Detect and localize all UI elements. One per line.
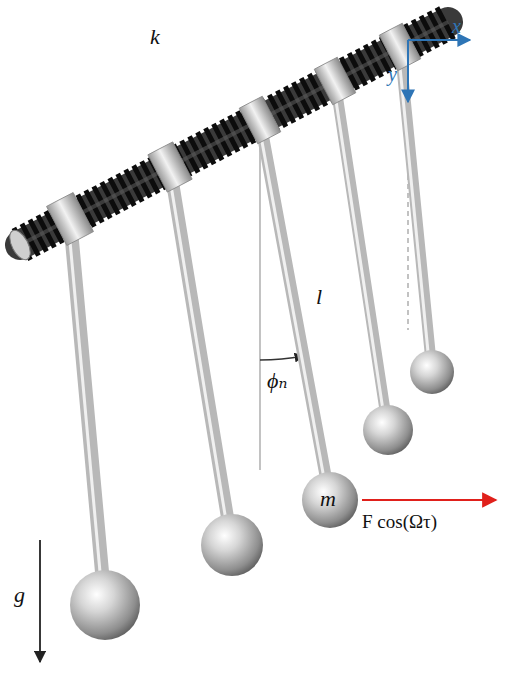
force-arrow — [362, 499, 496, 501]
pendulum — [379, 23, 454, 394]
mass-label: m — [320, 488, 336, 510]
vertical-reference — [259, 120, 260, 470]
axis-label: x — [452, 16, 461, 36]
x-axis — [408, 39, 470, 41]
y-axis — [407, 40, 409, 102]
pendulum — [47, 193, 140, 640]
pendulum — [148, 142, 263, 576]
length-label: l — [316, 286, 322, 308]
force-label: F cos(Ωτ) — [362, 512, 437, 531]
spring-rod — [6, 22, 448, 263]
angle-label: ϕₙ — [267, 370, 287, 392]
pendulum — [314, 57, 413, 455]
gravity-label: g — [14, 584, 25, 606]
pendulum — [239, 96, 358, 528]
gravity-arrow — [39, 540, 41, 662]
axis-label: y — [388, 64, 397, 84]
angle-arc — [260, 356, 303, 360]
spring-constant-label: k — [150, 26, 160, 48]
